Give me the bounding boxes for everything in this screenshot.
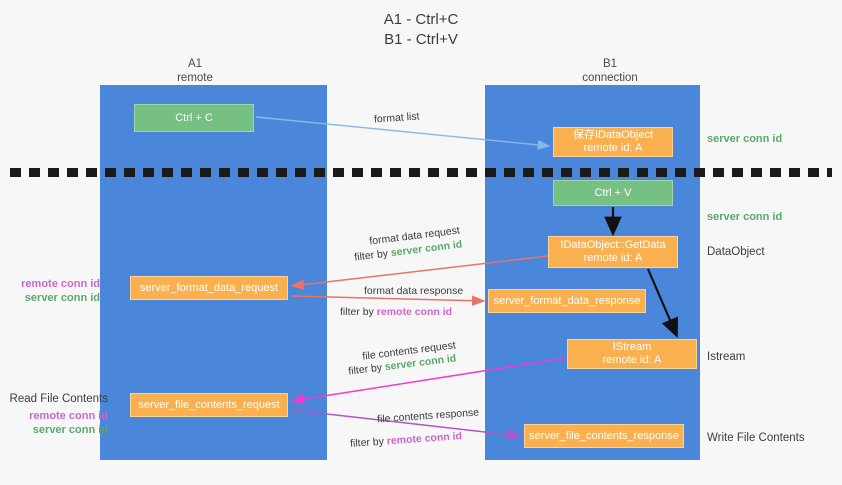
edge-label-format-list: format list [374,109,420,126]
column-b1-role: connection [582,72,638,84]
title-line-1: A1 - Ctrl+C [383,11,459,28]
edge-filter-format-data-response: filter by remote conn id [340,305,452,319]
column-a1-role: remote [177,72,213,84]
annotation-server-conn-id-2: server conn id [32,424,108,436]
box-istream-line2: remote id: A [602,354,662,366]
edge-label-format-data-response: format data response [364,284,463,298]
edge-filter-prefix: filter by [340,306,377,318]
annotation-dataobject: DataObject [707,246,765,258]
box-server-format-data-request[interactable]: server_format_data_request [130,276,288,300]
box-ctrl-v[interactable]: Ctrl + V [553,180,673,206]
column-header-a1: A1 remote [120,57,270,85]
annotation-group-read-file-contents: Read File Contents remote conn id server… [8,392,108,437]
box-idataobject[interactable]: 保存IDataObject remote id: A [553,127,673,157]
box-ctrl-c-label: Ctrl + C [175,111,213,124]
phase-separator-dashed-line [10,168,832,177]
page-title: A1 - Ctrl+C B1 - Ctrl+V [0,10,842,50]
box-server-file-contents-response-label: server_file_contents_response [529,429,679,442]
edge-label-file-contents-response: file contents response [377,405,480,426]
annotation-group-format-conn-ids: remote conn id server conn id [8,277,100,305]
box-getdata-line1: IDataObject::GetData [560,239,666,251]
annotation-write-file-contents: Write File Contents [707,432,805,444]
title-line-2: B1 - Ctrl+V [384,31,458,48]
edge-label-format-data-response-text: format data response [364,285,464,297]
box-idataobject-getdata[interactable]: IDataObject::GetData remote id: A [548,236,678,268]
annotation-remote-conn-id-2: remote conn id [29,410,108,422]
box-server-format-data-response-label: server_format_data_response [493,294,641,307]
edge-filter-prefix: filter by [353,247,392,264]
edge-filter-prefix: filter by [349,435,388,450]
box-ctrl-v-label: Ctrl + V [594,186,632,199]
column-b1-name: B1 [602,58,618,70]
box-server-format-data-request-label: server_format_data_request [139,281,279,294]
edge-filter-key-remote-conn-id: remote conn id [376,306,453,318]
box-server-file-contents-request[interactable]: server_file_contents_request [130,393,288,417]
box-getdata-line2: remote id: A [583,252,643,264]
column-header-b1: B1 connection [520,57,700,85]
box-server-format-data-response[interactable]: server_format_data_response [488,289,646,313]
box-ctrl-c[interactable]: Ctrl + C [134,104,254,132]
annotation-server-conn-id-1: server conn id [24,292,100,304]
edge-filter-file-contents-response: filter by remote conn id [350,429,463,451]
edge-label-format-list-text: format list [373,110,420,126]
edge-filter-prefix: filter by [347,361,386,378]
column-a1-name: A1 [187,58,203,70]
box-istream-line1: IStream [612,341,652,353]
annotation-server-conn-id-top: server conn id [707,133,783,145]
edge-label-file-contents-response-text: file contents response [376,406,480,426]
box-idataobject-line2: remote id: A [583,142,643,154]
annotation-istream: Istream [707,351,746,363]
box-idataobject-line1: 保存IDataObject [572,129,654,141]
box-istream[interactable]: IStream remote id: A [567,339,697,369]
annotation-remote-conn-id-1: remote conn id [21,278,100,290]
edge-filter-key-remote-conn-id: remote conn id [386,430,463,448]
annotation-read-file-contents: Read File Contents [9,393,108,405]
box-server-file-contents-request-label: server_file_contents_request [138,398,280,411]
annotation-server-conn-id-mid: server conn id [707,211,783,223]
box-server-file-contents-response[interactable]: server_file_contents_response [524,424,684,448]
